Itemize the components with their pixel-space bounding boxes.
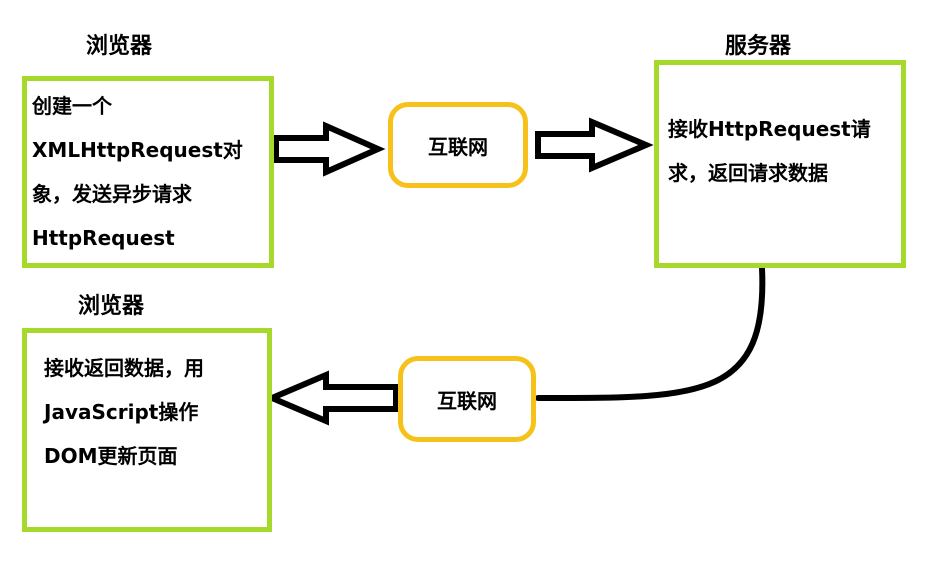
browser-top-line-3: 象，发送异步请求 bbox=[32, 182, 192, 206]
internet-bottom-pill: 互联网 bbox=[398, 356, 536, 442]
browser-bottom-line-2: JavaScript操作 bbox=[44, 400, 199, 424]
browser-top-line-1: 创建一个 bbox=[32, 94, 112, 118]
browser-bottom-line-3: DOM更新页面 bbox=[44, 444, 178, 468]
browser-top-title: 浏览器 bbox=[86, 34, 153, 59]
browser-top-box bbox=[22, 76, 274, 268]
browser-bottom-title: 浏览器 bbox=[78, 294, 145, 319]
internet-bottom-label: 互联网 bbox=[437, 388, 497, 413]
server-line-2: 求，返回请求数据 bbox=[668, 161, 828, 185]
arrow-internet-to-server bbox=[535, 117, 654, 173]
internet-top-pill: 互联网 bbox=[388, 102, 528, 188]
server-title: 服务器 bbox=[725, 34, 792, 59]
browser-bottom-line-1: 接收返回数据，用 bbox=[44, 356, 204, 380]
server-line-1: 接收HttpRequest请 bbox=[668, 117, 871, 141]
internet-top-label: 互联网 bbox=[428, 134, 488, 159]
browser-top-line-2: XMLHttpRequest对 bbox=[32, 138, 243, 162]
arrow-internet-to-browser bbox=[264, 370, 399, 426]
browser-bottom-box bbox=[22, 328, 272, 532]
browser-top-text: 创建一个 XMLHttpRequest对 象，发送异步请求 HttpReques… bbox=[32, 84, 243, 260]
server-text: 接收HttpRequest请 求，返回请求数据 bbox=[668, 107, 871, 195]
browser-top-line-4: HttpRequest bbox=[32, 226, 175, 250]
curve-server-to-internet bbox=[535, 265, 766, 402]
browser-bottom-text: 接收返回数据，用 JavaScript操作 DOM更新页面 bbox=[44, 346, 204, 478]
arrow-browser-to-internet bbox=[273, 121, 386, 177]
server-box bbox=[654, 60, 906, 268]
